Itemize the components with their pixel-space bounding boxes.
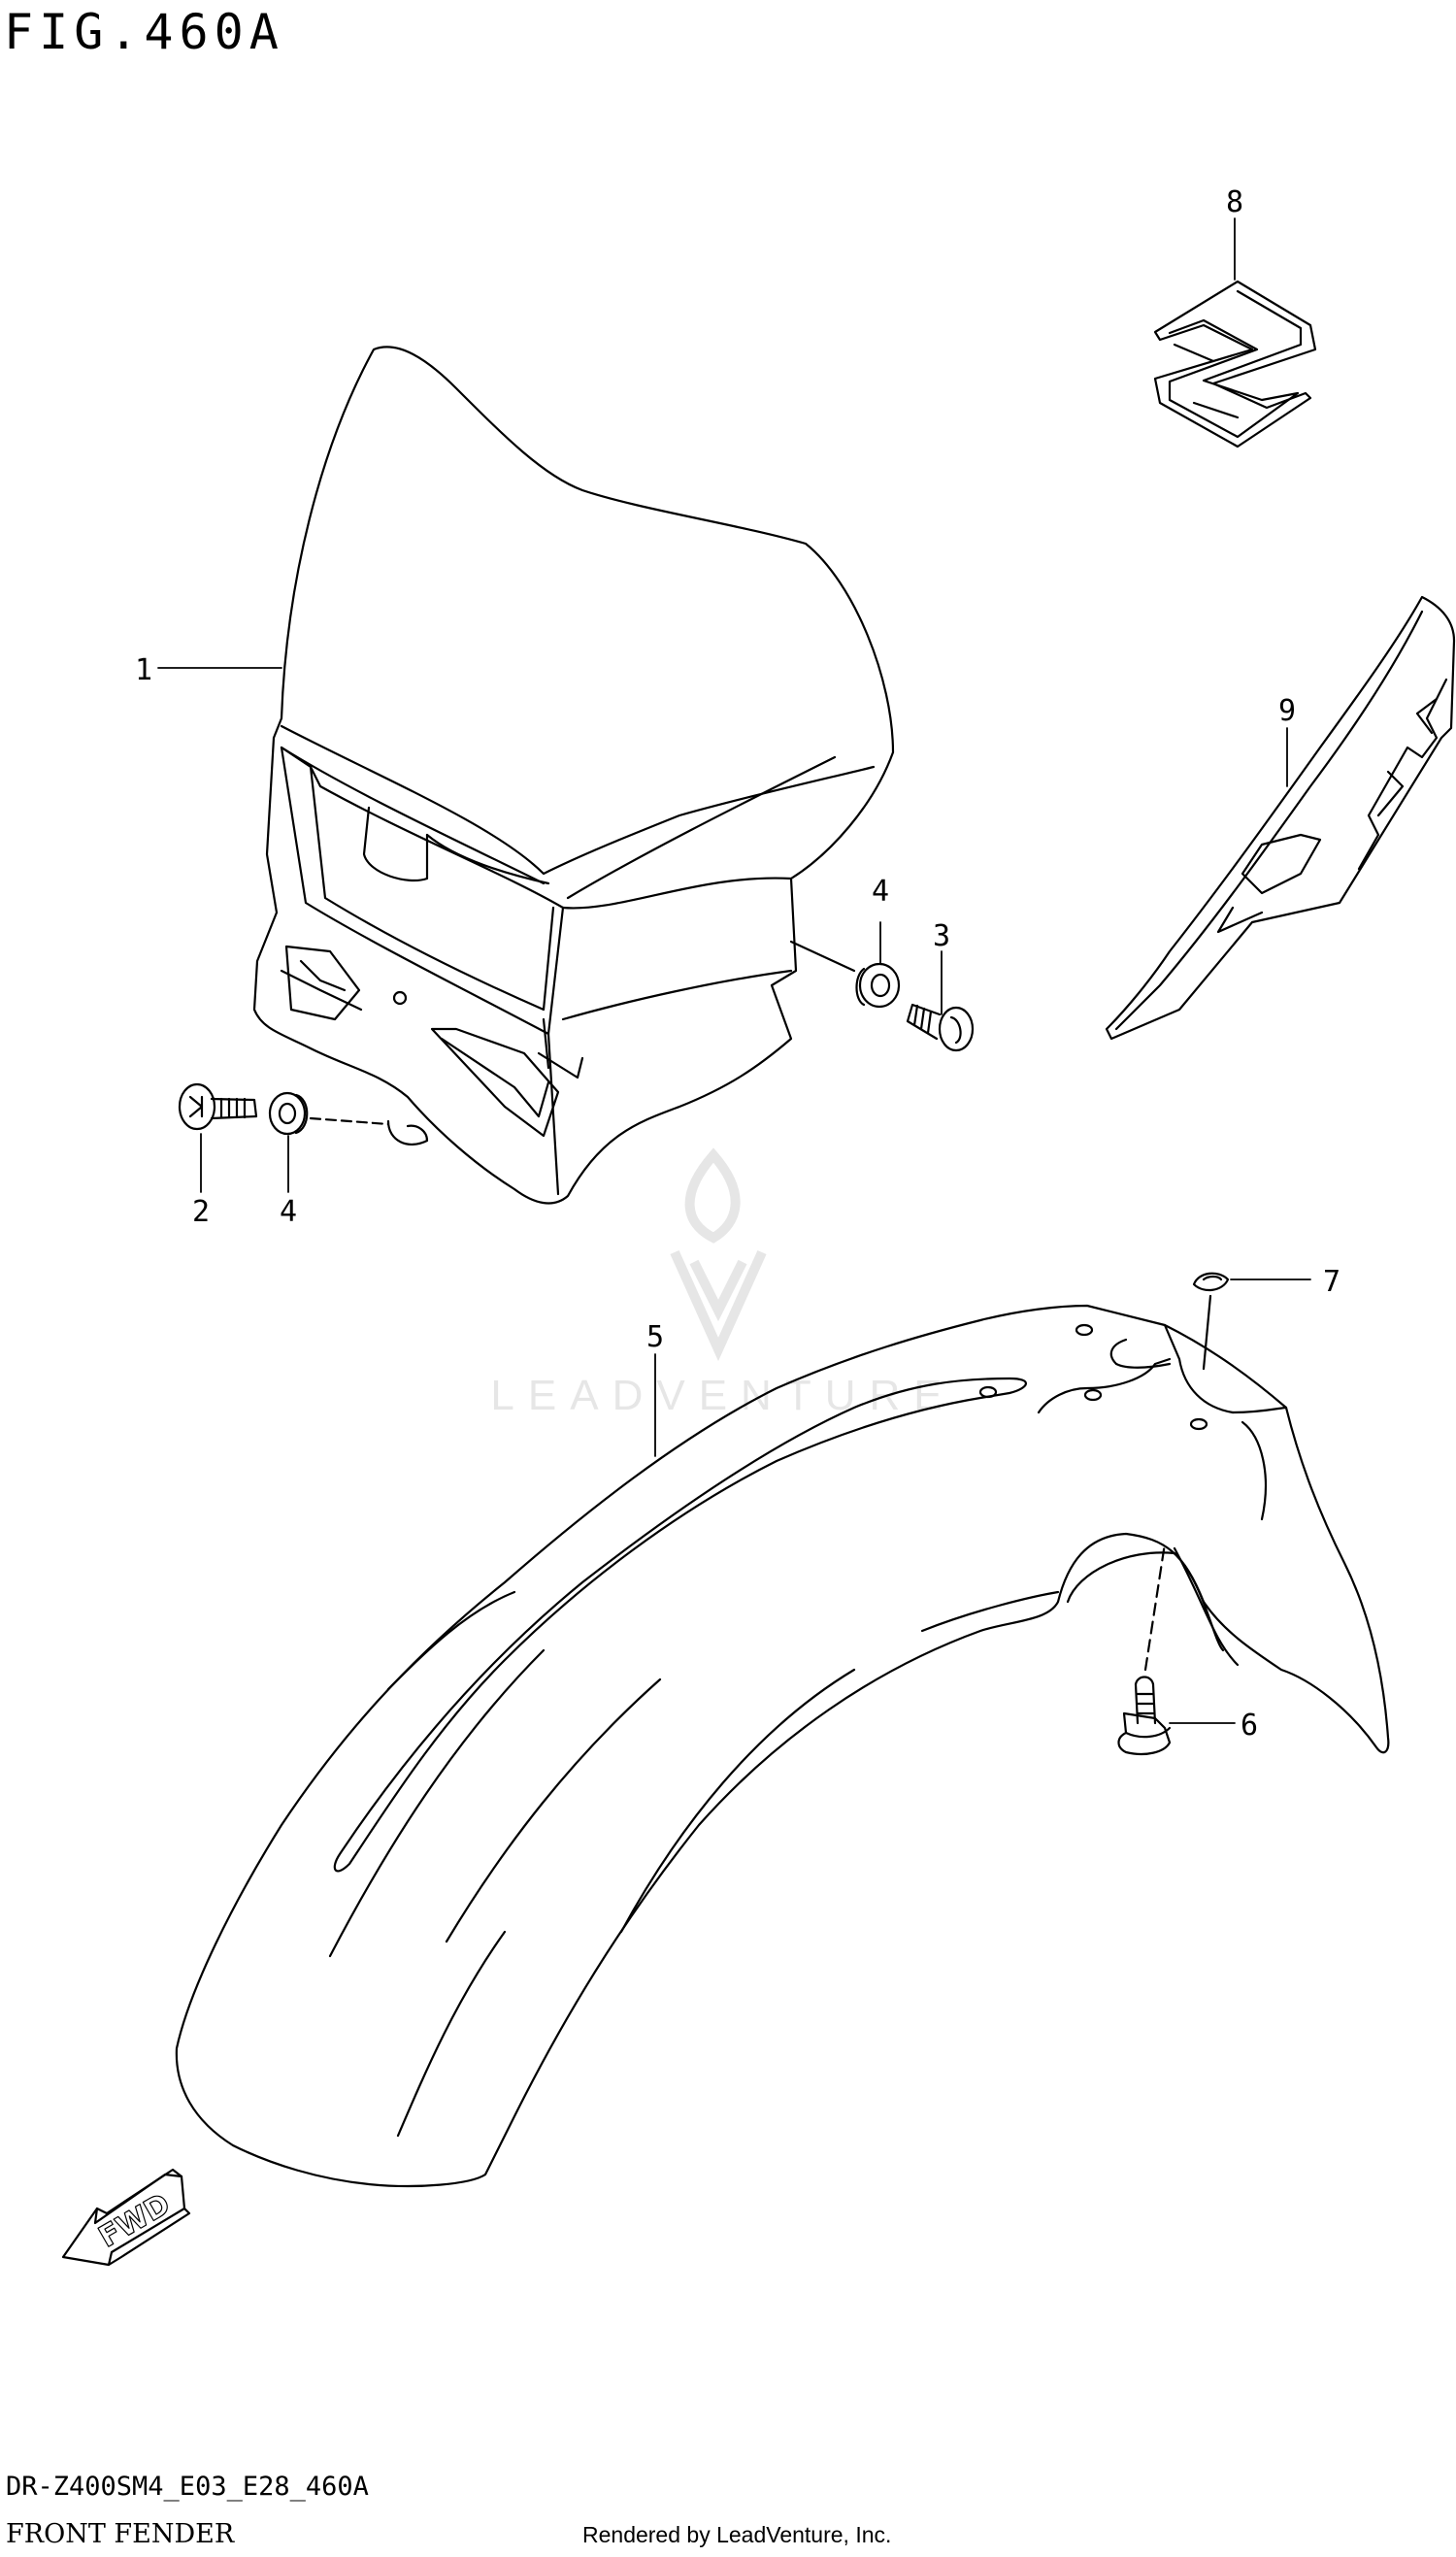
figure-name: FRONT FENDER bbox=[6, 2519, 235, 2549]
callout-7: 7 bbox=[1323, 1265, 1340, 1299]
nut-part-7 bbox=[1192, 1272, 1230, 1371]
grommet-part-4-left bbox=[268, 1091, 390, 1136]
callout-8: 8 bbox=[1226, 185, 1243, 219]
emblem-part-8 bbox=[1153, 280, 1317, 448]
fwd-arrow[interactable]: FWD bbox=[61, 2168, 191, 2267]
callout-2: 2 bbox=[192, 1195, 210, 1229]
figure-title: FIG.460A bbox=[4, 4, 284, 60]
decal-part-9 bbox=[1105, 595, 1456, 1041]
callout-1: 1 bbox=[135, 653, 152, 687]
watermark-logo bbox=[670, 1147, 767, 1362]
headlight-cowl bbox=[252, 346, 895, 1205]
bolt-part-6 bbox=[1117, 1542, 1172, 1756]
rendered-by-credit: Rendered by LeadVenture, Inc. bbox=[582, 2522, 892, 2547]
callout-5: 5 bbox=[646, 1320, 664, 1354]
watermark-text: LEADVENTURE bbox=[490, 1372, 955, 1419]
callout-4-left: 4 bbox=[280, 1195, 297, 1229]
callout-3: 3 bbox=[933, 919, 950, 953]
screw-part-2 bbox=[178, 1082, 258, 1131]
front-fender bbox=[175, 1304, 1390, 2188]
callout-4-right: 4 bbox=[872, 875, 889, 909]
figure-code: DR-Z400SM4_E03_E28_460A bbox=[6, 2472, 369, 2502]
leader-lines bbox=[157, 217, 1311, 1724]
watermark: LEADVENTURE bbox=[490, 1147, 955, 1419]
callout-9: 9 bbox=[1278, 694, 1296, 728]
callout-numbers: 1 2 3 4 4 5 6 7 8 9 bbox=[135, 185, 1340, 1743]
callout-6: 6 bbox=[1241, 1709, 1258, 1743]
fwd-label: FWD bbox=[93, 2187, 176, 2255]
grommet-part-4-right bbox=[789, 940, 901, 1009]
screw-part-3 bbox=[906, 1003, 975, 1052]
